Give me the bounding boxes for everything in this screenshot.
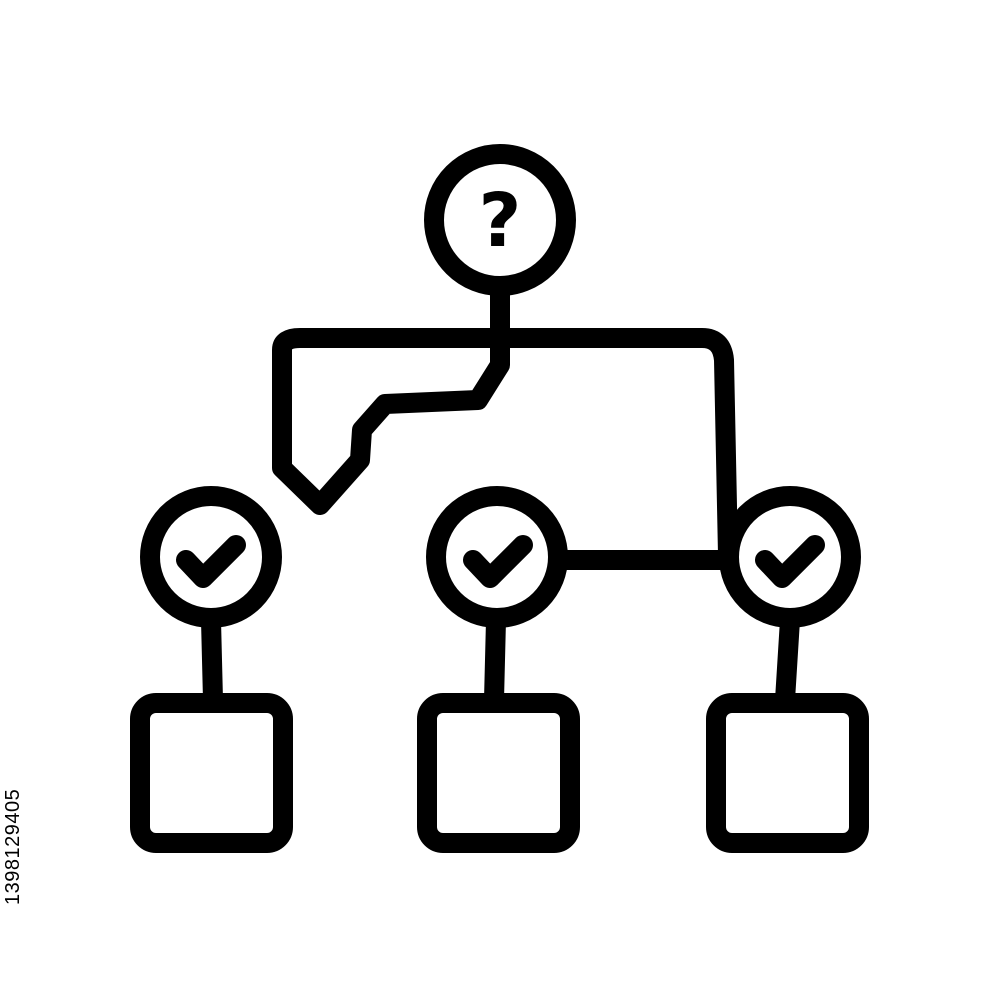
result-box-middle [417, 693, 580, 853]
connector-decision-down [272, 275, 738, 565]
connector-middle-box [484, 610, 506, 710]
outcome-node-middle [426, 486, 568, 628]
question-mark-icon: ? [479, 178, 522, 264]
check-icon [755, 535, 825, 588]
result-box-right [706, 693, 869, 853]
result-box-left [130, 693, 293, 853]
outcome-node-left [140, 486, 282, 628]
check-icon [176, 535, 246, 588]
outcome-node-right [719, 486, 861, 628]
check-icon [463, 535, 533, 588]
stock-image-id: 1398129405 [2, 788, 24, 905]
decision-node: ? [424, 144, 576, 296]
connector-right-box [775, 610, 800, 710]
connector-left-box [201, 610, 223, 710]
